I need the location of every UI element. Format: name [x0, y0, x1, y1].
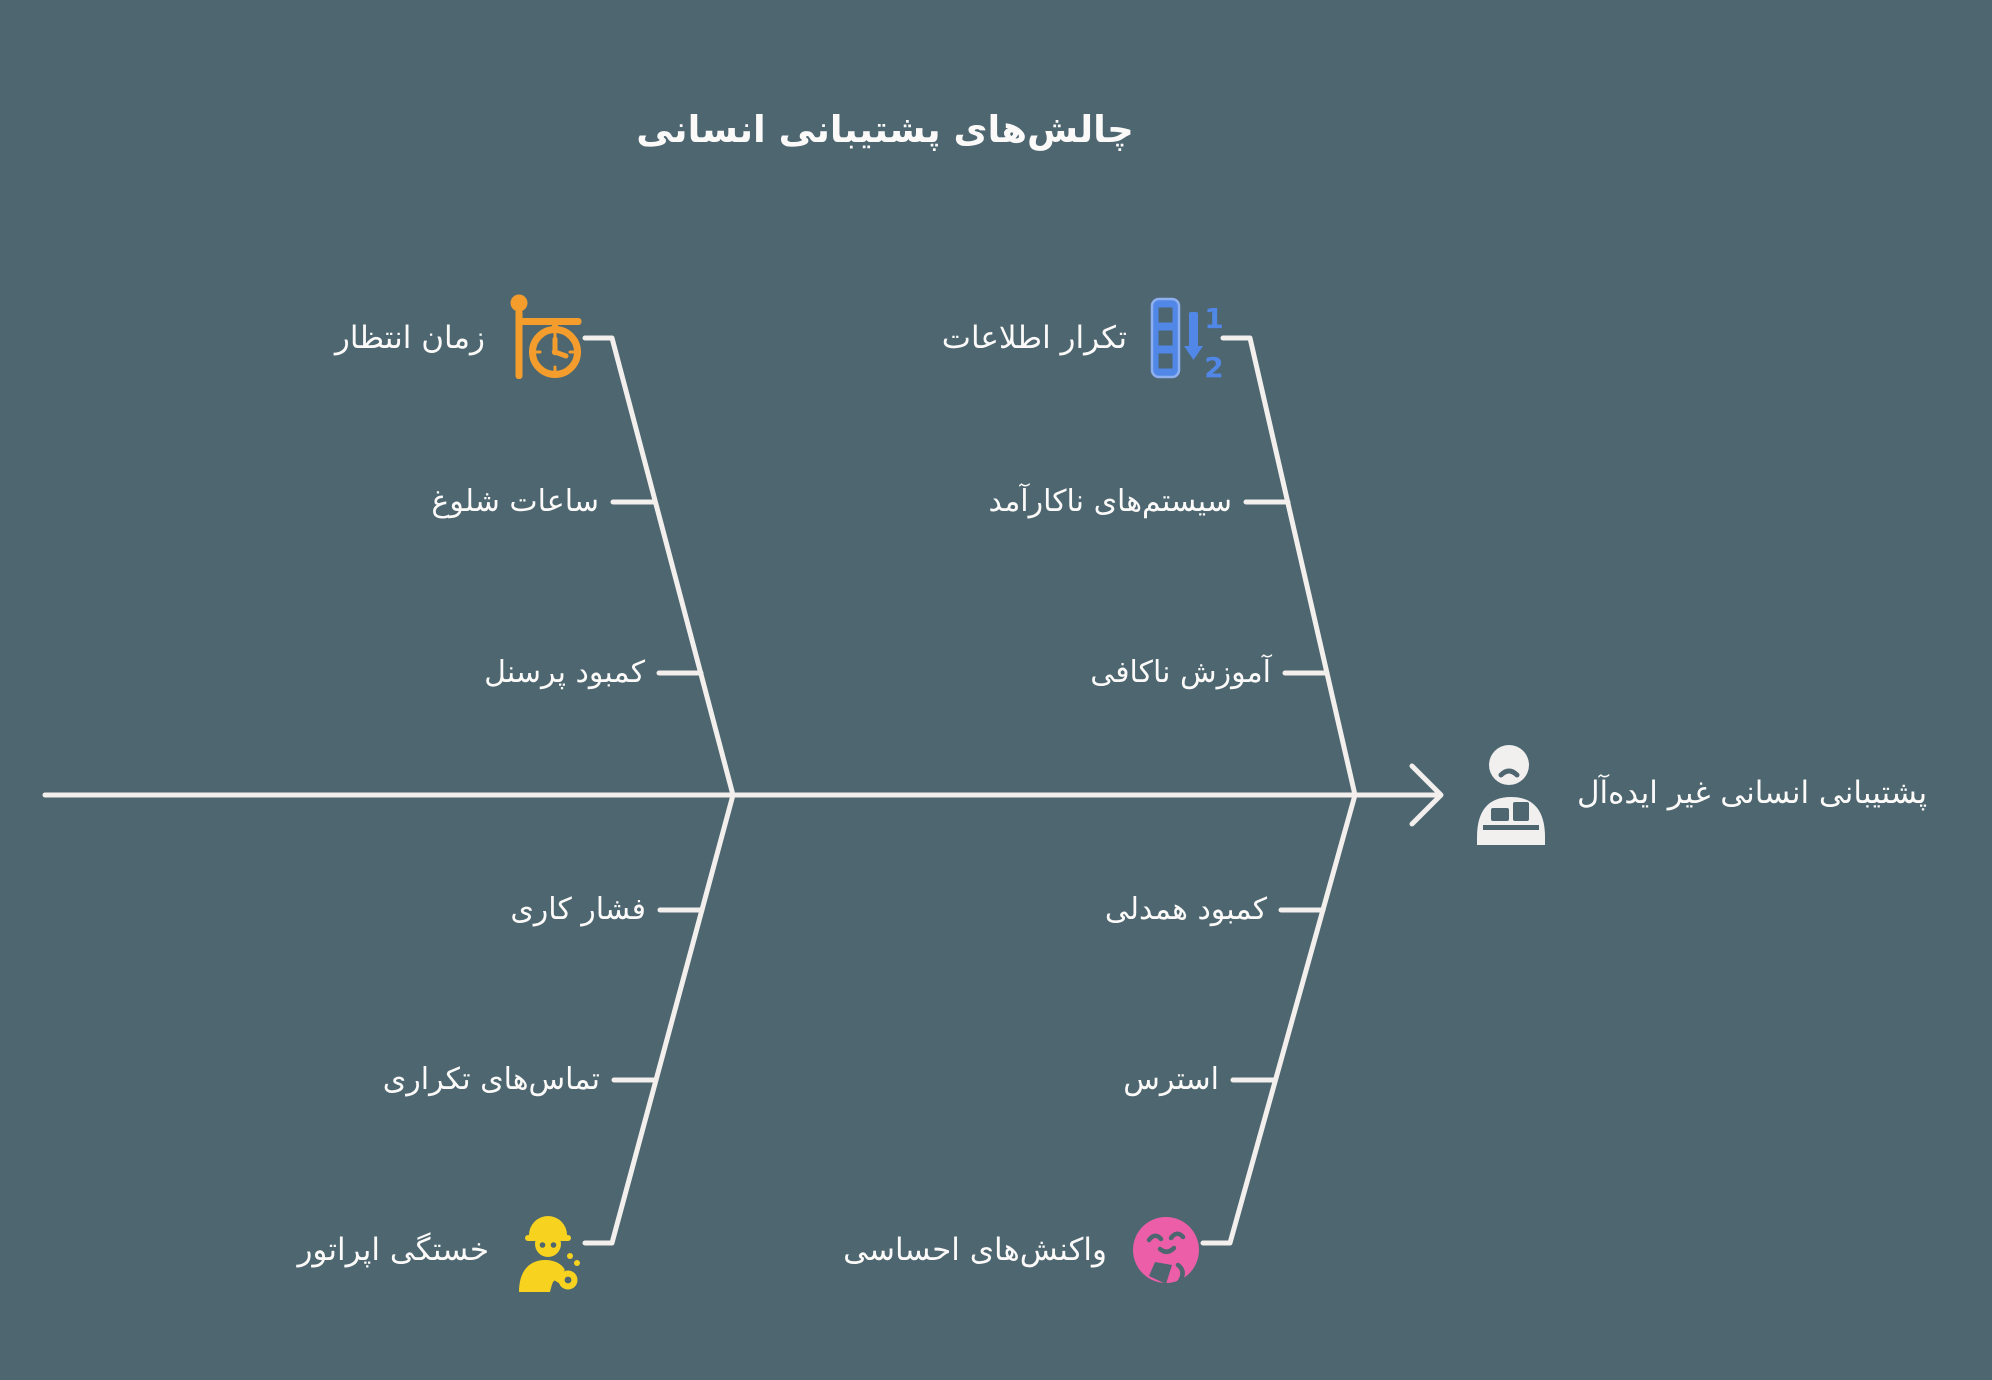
branch-waiting-time: زمان انتظار: [335, 294, 585, 382]
cause-label: سیستم‌های ناکارآمد: [988, 484, 1232, 519]
branch-line-top-left: [582, 335, 736, 798]
branch-label: تکرار اطلاعات: [941, 320, 1127, 356]
digit-two: 2: [1204, 351, 1223, 380]
cause-label: کمبود همدلی: [1104, 892, 1267, 927]
station-clock-icon: [510, 294, 582, 379]
cause-label: کمبود پرسنل: [484, 655, 645, 690]
cause-label: فشار کاری: [510, 892, 646, 927]
branch-line-top-right: [1220, 335, 1358, 798]
branch-line-bottom-right: [1200, 792, 1358, 1246]
cause-label: تماس‌های تکراری: [382, 1062, 600, 1097]
branch-operator-fatigue: خستگی اپراتور: [297, 1206, 585, 1294]
sort-numeric-icon: 1 2: [1150, 297, 1223, 380]
support-person-icon: [1477, 745, 1545, 845]
cause-label: استرس: [1123, 1062, 1219, 1097]
branch-info-repetition: تکرار اطلاعات 1 2: [942, 294, 1223, 382]
digit-one: 1: [1204, 302, 1223, 335]
branch-line-bottom-left: [582, 792, 736, 1246]
worker-icon: [519, 1216, 580, 1292]
branch-label: خستگی اپراتور: [297, 1232, 489, 1268]
branch-label: واکنش‌های احساسی: [843, 1232, 1107, 1268]
cause-label: ساعات شلوغ: [431, 484, 599, 519]
emotional-face-icon: [1133, 1217, 1199, 1291]
branch-label: زمان انتظار: [334, 320, 485, 356]
arrowhead-icon: [1409, 763, 1444, 827]
cause-label: آموزش ناکافی: [1090, 655, 1271, 690]
diagram-title: چالش‌های پشتیبانی انسانی: [636, 108, 1134, 151]
effect-group: پشتیبانی انسانی غیر ایده‌آل: [1477, 741, 1927, 845]
effect-label: پشتیبانی انسانی غیر ایده‌آل: [1577, 775, 1928, 811]
branch-emotional-reactions: واکنش‌های احساسی: [843, 1206, 1203, 1294]
